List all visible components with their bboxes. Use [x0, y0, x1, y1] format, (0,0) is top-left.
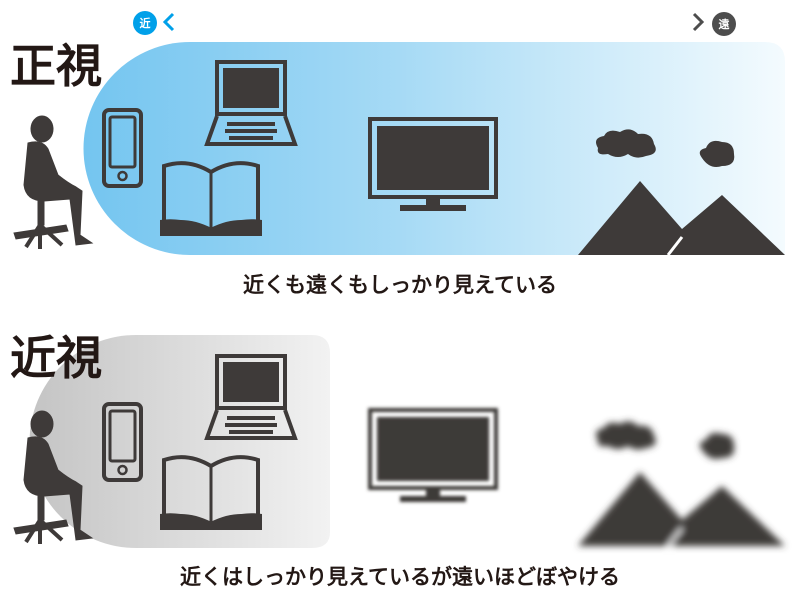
- person-seated-icon: [12, 114, 94, 251]
- arrow-left-icon: [162, 12, 175, 32]
- myopia-section: 近視 近くはしっかり見えているが遠いほどぼやける: [10, 331, 787, 589]
- arrow-right-icon: [692, 12, 705, 32]
- mountain-icon-blurred: [576, 470, 787, 548]
- normal-vision-title: 正視: [10, 39, 102, 93]
- myopia-caption: 近くはしっかり見えているが遠いほどぼやける: [180, 565, 620, 589]
- distance-scale: 近 遠: [133, 11, 736, 36]
- tv-icon-blurred: [368, 408, 498, 504]
- cloud-icon-blurred: [595, 420, 735, 460]
- normal-vision-section: 正視 近くも遠くもしっかり見えている: [10, 39, 787, 297]
- normal-vision-caption: 近くも遠くもしっかり見えている: [243, 273, 557, 297]
- near-label: 近: [140, 16, 151, 30]
- tv-icon: [368, 117, 498, 213]
- far-label: 遠: [719, 17, 730, 31]
- myopia-title: 近視: [10, 331, 102, 385]
- far-badge: [712, 12, 736, 36]
- near-badge: [133, 11, 157, 35]
